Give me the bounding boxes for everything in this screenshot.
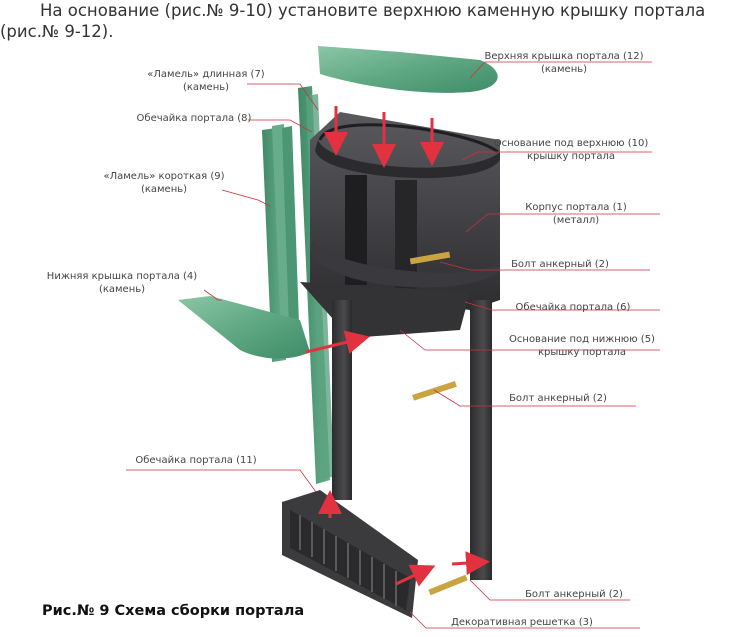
short-lamel-stack <box>262 124 300 362</box>
assembly-arrows <box>305 106 490 587</box>
label-shell-6: Обечайка портала (6) <box>515 302 631 313</box>
label-lamel-short: «Ламель» короткая (9) (камень) <box>103 171 225 195</box>
label-bolt-3: Болт анкерный (2) <box>525 589 623 600</box>
metal-leg-right <box>470 300 492 580</box>
anchor-bolt-2 <box>412 381 457 401</box>
label-bolt-2: Болт анкерный (2) <box>509 393 607 404</box>
metal-leg-left <box>332 300 352 500</box>
intro-paragraph: На основание (рис.№ 9-10) установите вер… <box>0 1 706 41</box>
label-base-bottom: Основание под нижнюю (5) крышку портала <box>509 334 655 358</box>
label-grille: Декоративная решетка (3) <box>451 617 593 628</box>
label-bolt-1: Болт анкерный (2) <box>511 259 609 270</box>
label-base-top: Основание под верхнюю (10) крышку портал… <box>493 138 649 162</box>
leader-lines <box>126 61 660 629</box>
label-body: Корпус портала (1) (металл) <box>525 202 627 226</box>
top-stone-cover <box>318 46 498 93</box>
decorative-grille <box>282 490 418 618</box>
figure-caption: Рис.№ 9 Схема сборки портала <box>42 603 305 619</box>
label-lamel-long: «Ламель» длинная (7) (камень) <box>147 69 265 93</box>
label-bottom-cover: Нижняя крышка портала (4) (камень) <box>46 271 198 295</box>
metal-body <box>300 112 500 338</box>
label-top-cover: Верхняя крышка портала (12) (камень) <box>484 51 644 75</box>
label-shell-8: Обечайка портала (8) <box>136 113 252 124</box>
bottom-stone-cover <box>178 296 310 359</box>
anchor-bolt-3 <box>428 574 468 596</box>
label-shell-11: Обечайка портала (11) <box>135 455 257 466</box>
anchor-bolt-1 <box>409 251 451 265</box>
